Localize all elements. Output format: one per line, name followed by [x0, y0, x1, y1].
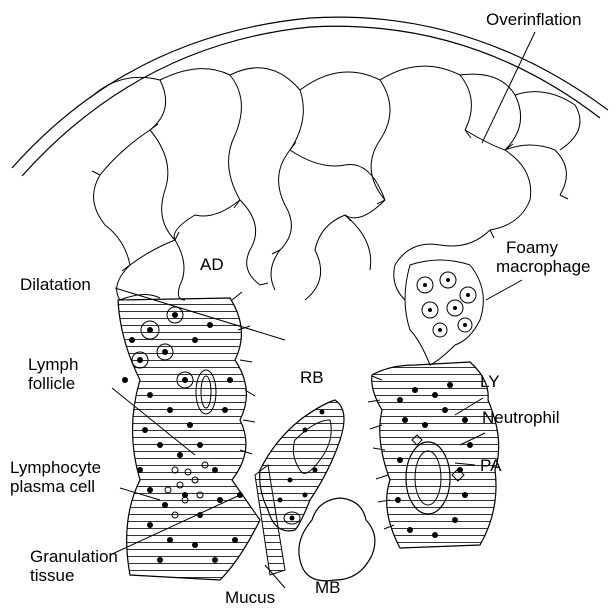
label-dilatation: Dilatation	[20, 275, 91, 294]
mucus-blob	[299, 498, 375, 581]
left-bronchiole-wall	[118, 292, 260, 580]
label-foamy-line2: macrophage	[496, 257, 591, 276]
label-pa: PA	[480, 456, 501, 475]
label-gran-line1: Granulation	[30, 547, 118, 566]
label-lymph-line1: Lymph	[28, 355, 78, 374]
label-mucus: Mucus	[225, 588, 275, 607]
label-lymph-follicle: Lymph follicle	[28, 355, 78, 393]
label-ly: LY	[480, 372, 500, 391]
label-lympho-line2: plasma cell	[10, 477, 101, 496]
pleura-outline	[12, 17, 608, 176]
label-lymphocyte-plasma: Lymphocyte plasma cell	[10, 458, 101, 496]
label-rb: RB	[300, 368, 324, 387]
label-foamy-macrophage: Foamy macrophage	[506, 238, 591, 276]
leader-overinflation	[482, 32, 535, 143]
label-granulation-tissue: Granulation tissue	[30, 547, 118, 585]
leader-foamy	[486, 280, 522, 300]
label-lymph-line2: follicle	[28, 374, 78, 393]
label-mb: MB	[315, 578, 341, 597]
label-lympho-line1: Lymphocyte	[10, 458, 101, 477]
label-foamy-line1: Foamy	[506, 238, 591, 257]
foamy-macrophage-cluster	[405, 260, 483, 365]
label-gran-line2: tissue	[30, 566, 118, 585]
label-neutrophil: Neutrophil	[482, 408, 560, 427]
label-overinflation: Overinflation	[486, 10, 581, 29]
label-ad: AD	[200, 255, 224, 274]
